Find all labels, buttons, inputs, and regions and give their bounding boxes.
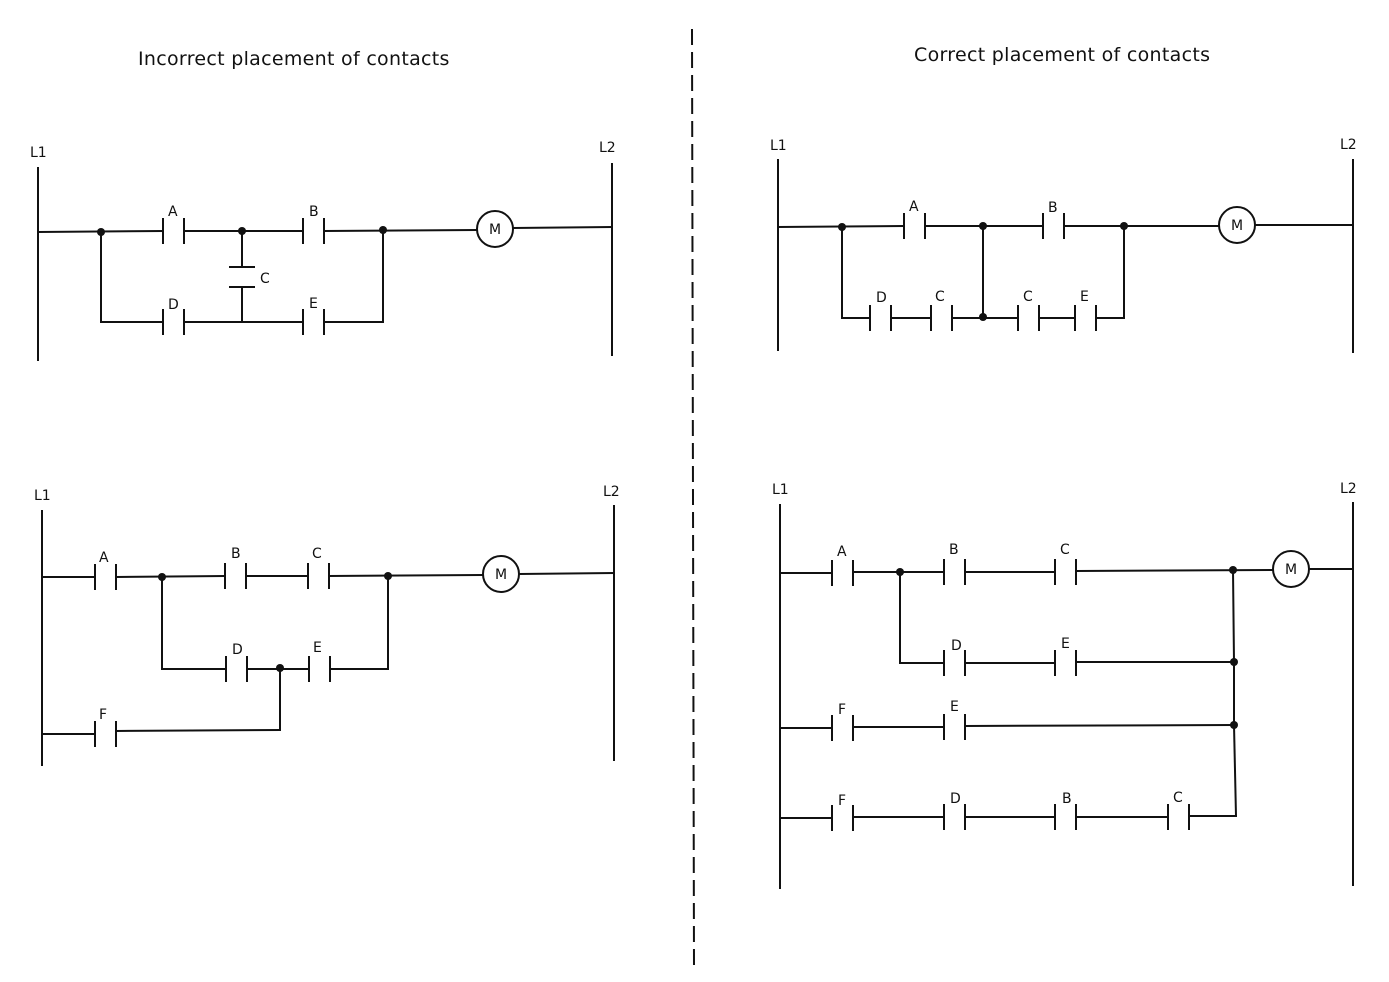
contact-label: A bbox=[909, 199, 919, 215]
rail-label-l1: L1 bbox=[770, 138, 787, 154]
contact-label: D bbox=[168, 297, 179, 313]
coil-label: M bbox=[489, 222, 501, 238]
contact-label: A bbox=[168, 204, 178, 220]
coil-label: M bbox=[1285, 562, 1297, 578]
contact-label: D bbox=[950, 791, 961, 807]
contact-label: C bbox=[260, 271, 270, 287]
rail-label-l2: L2 bbox=[1340, 481, 1357, 497]
contact-label: E bbox=[313, 640, 322, 656]
contact-label: E bbox=[1080, 289, 1089, 305]
diagram-incorrect-bottom bbox=[41, 505, 616, 766]
contact-label: F bbox=[838, 793, 846, 809]
contact-label: C bbox=[1023, 289, 1033, 305]
contact-label: C bbox=[935, 289, 945, 305]
contact-label: D bbox=[951, 638, 962, 654]
rail-label-l2: L2 bbox=[599, 140, 616, 156]
contact-label: E bbox=[309, 296, 318, 312]
contact-label: B bbox=[1062, 791, 1072, 807]
heading-correct: Correct placement of contacts bbox=[914, 44, 1211, 66]
rail-label-l2: L2 bbox=[603, 484, 620, 500]
contact-label: B bbox=[231, 546, 241, 562]
rail-label-l1: L1 bbox=[34, 488, 51, 504]
contact-label: A bbox=[837, 544, 847, 560]
rail-label-l1: L1 bbox=[30, 145, 47, 161]
contact-label: F bbox=[99, 707, 107, 723]
contact-label: B bbox=[309, 204, 319, 220]
rail-label-l1: L1 bbox=[772, 482, 789, 498]
contact-label: C bbox=[1060, 542, 1070, 558]
contact-label: A bbox=[99, 550, 109, 566]
contact-label: B bbox=[1048, 200, 1058, 216]
heading-incorrect: Incorrect placement of contacts bbox=[138, 48, 450, 70]
contact-label: F bbox=[838, 702, 846, 718]
contact-label: D bbox=[232, 642, 243, 658]
contact-label: C bbox=[312, 546, 322, 562]
coil-label: M bbox=[495, 567, 507, 583]
contact-label: D bbox=[876, 290, 887, 306]
contact-label: E bbox=[1061, 636, 1070, 652]
contact-label: E bbox=[950, 699, 959, 715]
contact-label: C bbox=[1173, 790, 1183, 806]
rail-label-l2: L2 bbox=[1340, 137, 1357, 153]
coil-label: M bbox=[1231, 218, 1243, 234]
junctions bbox=[97, 222, 1238, 729]
divider bbox=[690, 28, 696, 970]
contact-label: B bbox=[949, 542, 959, 558]
diagram-correct-bottom bbox=[779, 502, 1354, 889]
diagram-incorrect-top bbox=[36, 163, 614, 361]
diagram-correct-top bbox=[776, 159, 1354, 353]
